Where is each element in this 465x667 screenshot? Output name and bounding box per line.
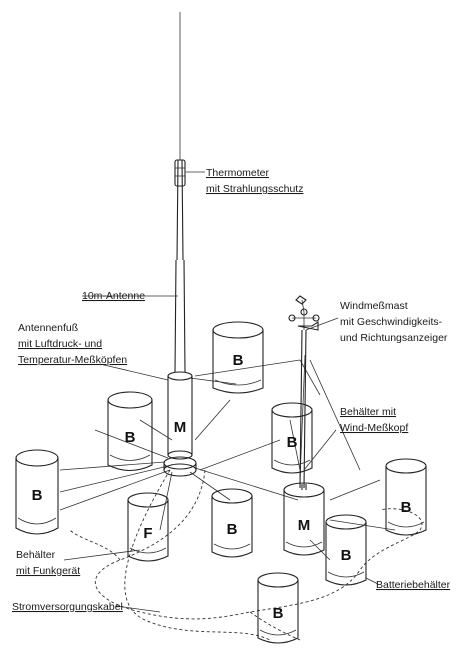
label-wind-mast-3: und Richtungsanzeiger [340, 332, 448, 344]
label-radio-container-2: mit Funkgerät [16, 565, 80, 577]
label-antenna-foot-2: mit Luftdruck- und [18, 338, 102, 350]
svg-text:M: M [298, 517, 311, 534]
container-letter-m-antenna: M [174, 419, 187, 436]
container-b-back: B [212, 321, 264, 394]
container-f-radio: F [127, 492, 169, 562]
label-radio-container: Behälter [16, 549, 56, 561]
svg-text:B: B [273, 605, 284, 622]
label-battery-container: Batteriebehälter [376, 579, 451, 591]
container-b-left-mid: B [107, 391, 153, 472]
connection-wires [59, 354, 396, 561]
label-thermometer: Thermometer [206, 167, 270, 179]
container-b-battery: B [325, 514, 367, 586]
anemometer-icon [288, 295, 320, 331]
label-wind-mast: Windmeßmast [340, 300, 408, 312]
label-wind-container: Behälter mit [340, 406, 396, 418]
svg-text:B: B [401, 499, 412, 516]
label-antenna-foot: Antennenfuß [18, 322, 78, 334]
container-m-wind: M [283, 482, 325, 556]
power-cable-branch [124, 469, 271, 641]
antenna-mast: M [163, 12, 197, 477]
svg-text:B: B [233, 352, 244, 369]
container-b-bottom: B [257, 572, 299, 644]
svg-text:B: B [287, 434, 298, 451]
label-wind-mast-2: mit Geschwindigkeits- [340, 316, 443, 328]
leader-lines [63, 171, 379, 613]
power-cable-loop [69, 469, 423, 641]
label-thermometer-sub: mit Strahlungsschutz [206, 183, 303, 195]
label-antenna-foot-3: Temperatur-Meßköpfen [18, 354, 127, 366]
svg-text:B: B [32, 487, 43, 504]
svg-text:F: F [143, 525, 152, 542]
svg-text:B: B [227, 521, 238, 538]
container-b-center: B [211, 488, 253, 558]
container-b-far-right: B [385, 458, 427, 536]
thermometer-housing [174, 159, 186, 187]
label-wind-container-2: Wind-Meßkopf [340, 422, 408, 434]
label-power-cable: Stromversorgungskabel [12, 601, 123, 613]
container-b-right-mid: B [271, 402, 313, 474]
svg-text:B: B [125, 429, 136, 446]
svg-text:B: B [341, 547, 352, 564]
label-antenna: 10m-Antenne [82, 290, 145, 302]
wind-mast [288, 295, 320, 489]
container-b-far-left: B [15, 449, 59, 535]
